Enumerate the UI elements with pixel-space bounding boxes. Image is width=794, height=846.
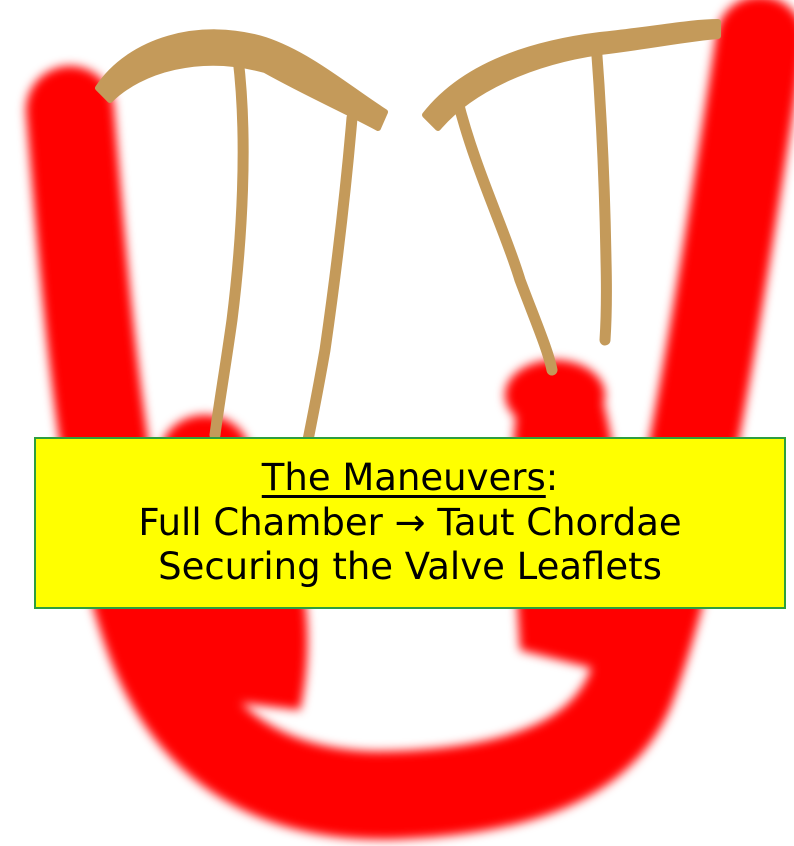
caption-title-colon: : xyxy=(546,456,558,499)
caption-box: The Maneuvers: Full Chamber → Taut Chord… xyxy=(34,437,786,609)
right-chorda-1 xyxy=(457,98,552,370)
caption-title-line: The Maneuvers: xyxy=(262,456,558,500)
right-chorda-2 xyxy=(596,42,606,340)
ventricle-wall-u xyxy=(70,40,760,795)
right-valve-leaflet xyxy=(425,22,718,128)
ventricle-wall xyxy=(70,40,760,795)
caption-title: The Maneuvers xyxy=(262,456,546,499)
caption-line-3: Securing the Valve Leaflets xyxy=(158,545,662,589)
left-chorda-1 xyxy=(215,58,243,435)
caption-line-2: Full Chamber → Taut Chordae xyxy=(138,501,681,545)
valve-apparatus xyxy=(98,22,718,440)
left-chorda-2 xyxy=(308,118,352,440)
